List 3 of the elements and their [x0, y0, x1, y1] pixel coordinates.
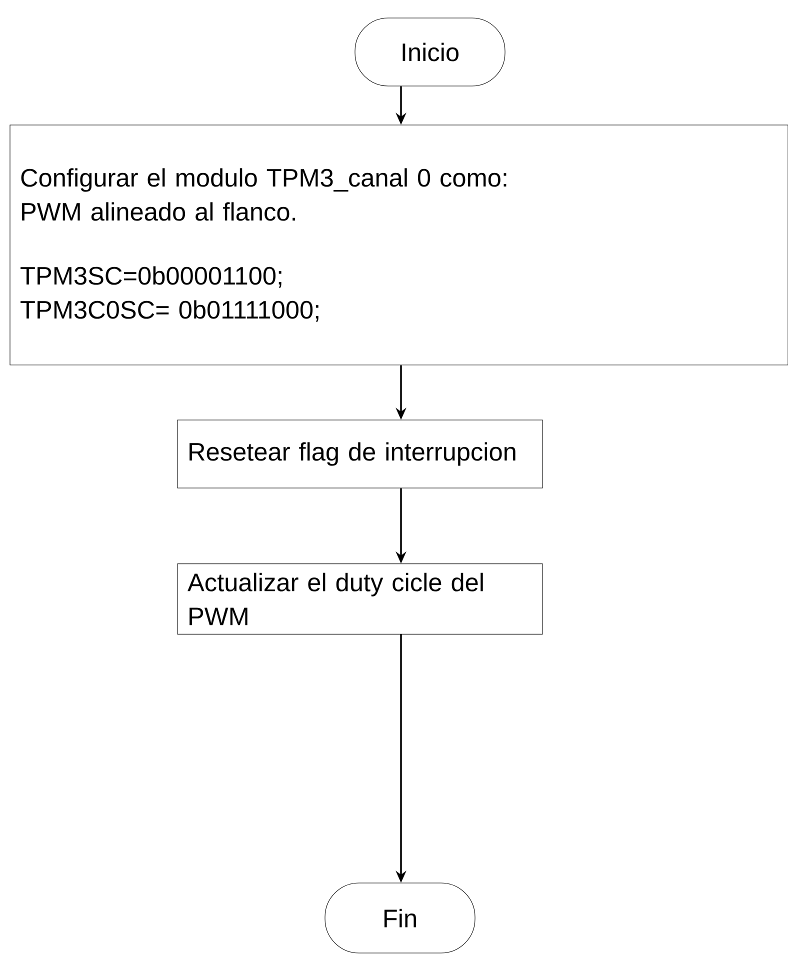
process-box: Configurar el modulo TPM3_canal 0 como: PWM alineado al flanco. TPM3SC=0b00001100; TPM3C0SC= 0b01111000; — [10, 124, 788, 366]
process-box: Actualizar el duty cicle del PWM — [177, 564, 543, 634]
process-box: Resetear flag de interrupcion — [177, 420, 543, 488]
